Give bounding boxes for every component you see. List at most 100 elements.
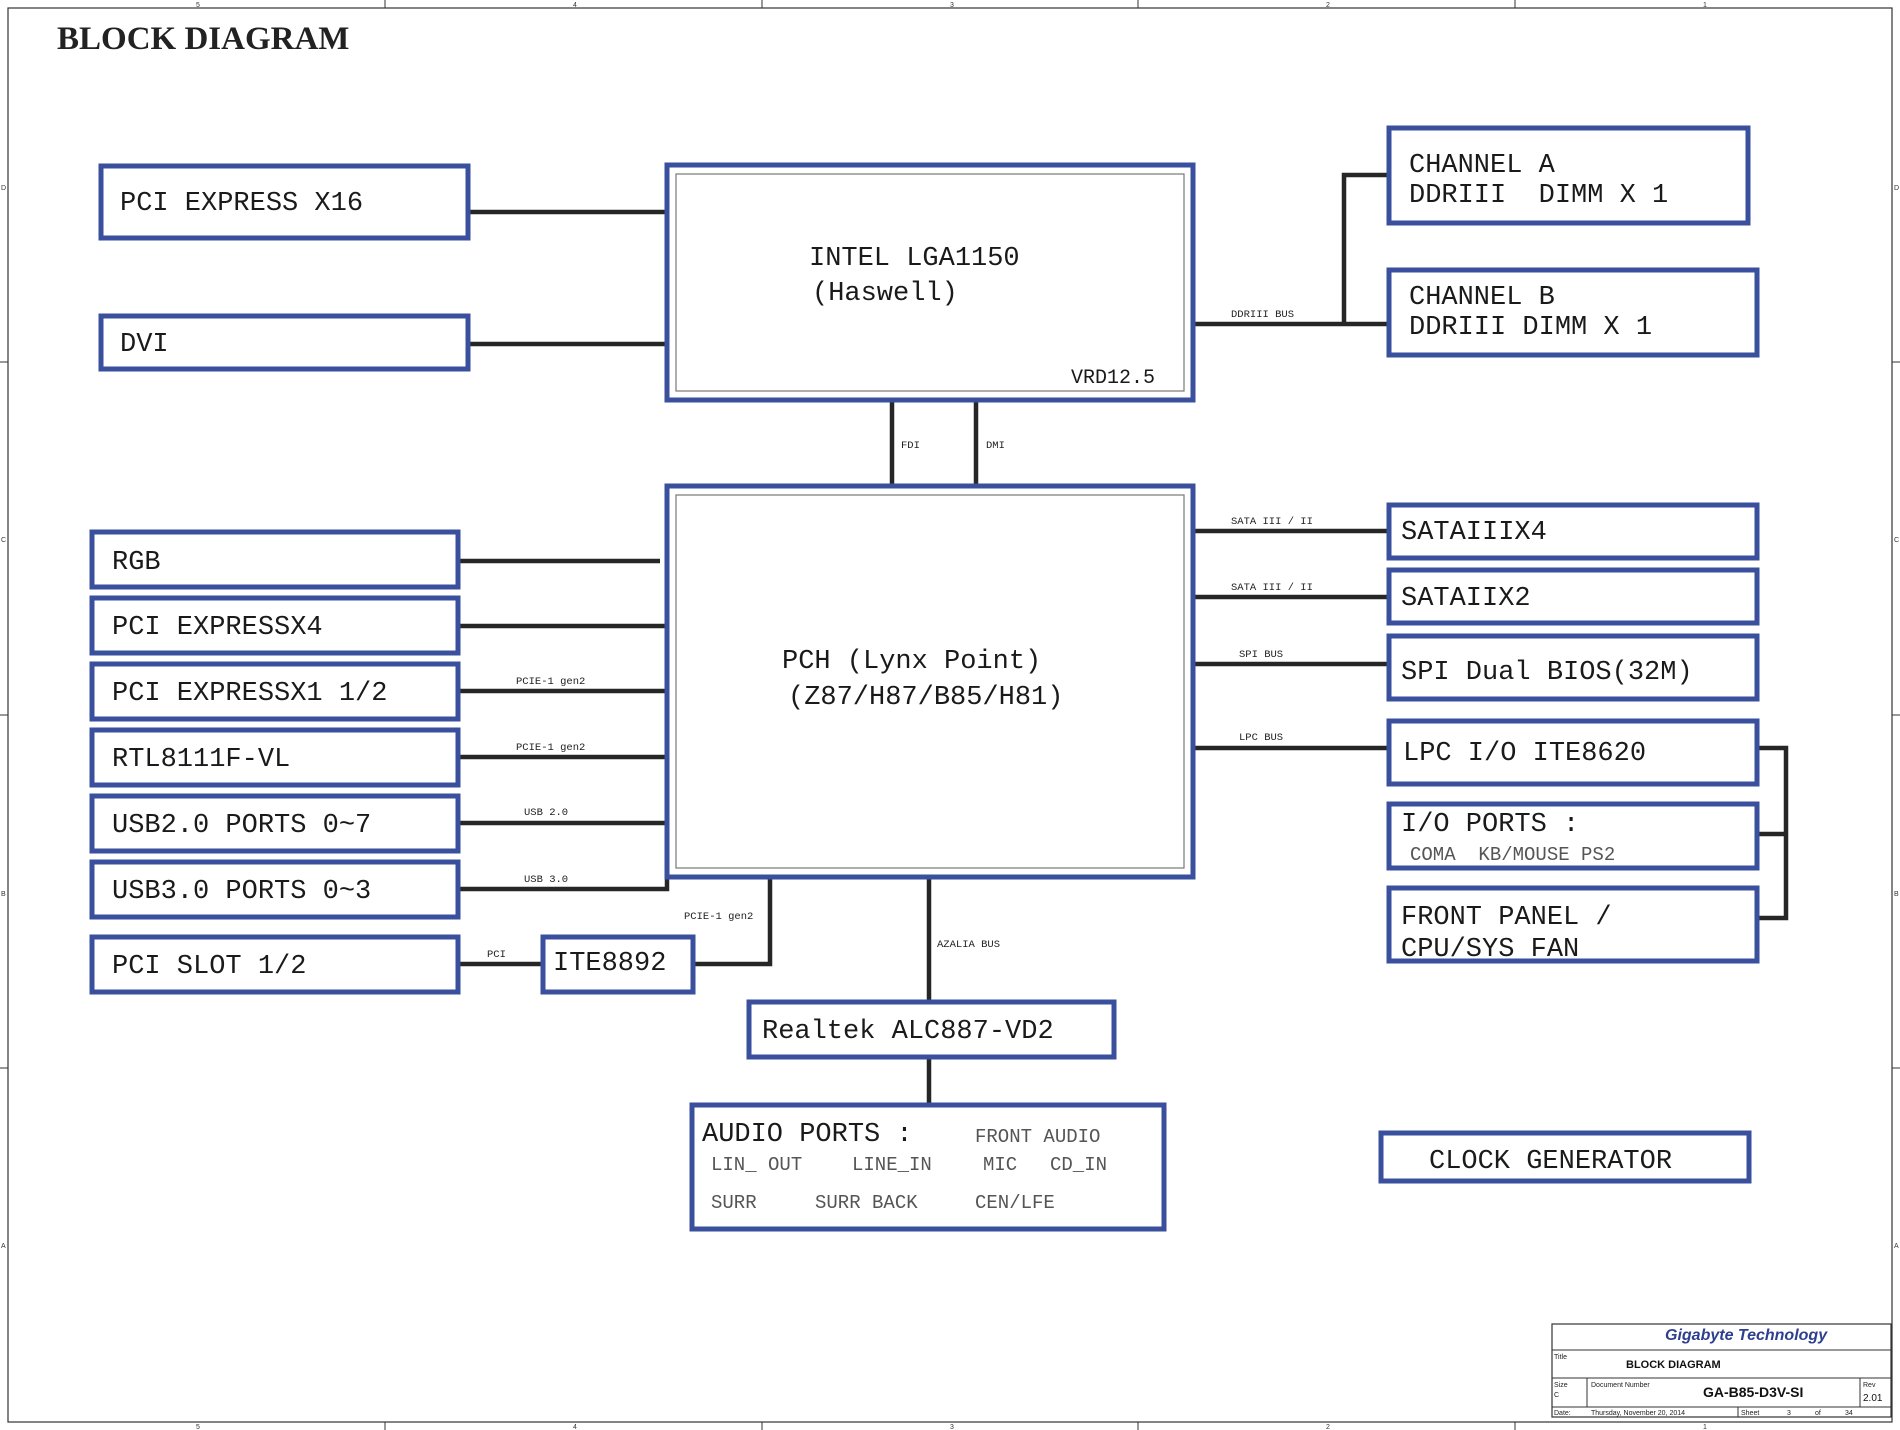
block-realtek: Realtek ALC887-VD2	[746, 999, 1117, 1060]
block-lpc-io-label: LPC I/O ITE8620	[1403, 739, 1646, 769]
title-block-rev-label: Rev	[1863, 1382, 1876, 1389]
page-title: BLOCK DIAGRAM	[57, 21, 349, 57]
audio-surr-back: SURR BACK	[815, 1192, 918, 1214]
bus-label-spi: SPI BUS	[1239, 649, 1283, 661]
zone-col-5-top: 5	[196, 2, 200, 9]
bus-label-pcie-gen2-1: PCIE-1 gen2	[516, 676, 585, 688]
block-usb3-ports: USB3.0 PORTS 0~3	[89, 859, 461, 920]
cpu-name: INTEL LGA1150	[809, 244, 1020, 274]
pch-name: PCH (Lynx Point)	[782, 647, 1041, 677]
block-pci-express-x16: PCI EXPRESS X16	[98, 163, 471, 241]
title-block-doc-number: GA-B85-D3V-SI	[1703, 1384, 1803, 1400]
audio-mic: MIC	[983, 1154, 1017, 1176]
channel-b-dimm: DDRIII DIMM X 1	[1409, 313, 1652, 343]
front-panel-fan: CPU/SYS FAN	[1401, 935, 1579, 965]
zone-col-2-bottom: 2	[1326, 1424, 1330, 1430]
cpu-vrd: VRD12.5	[1071, 367, 1155, 390]
audio-lin-out: LIN_ OUT	[711, 1154, 802, 1176]
bus-label-azalia: AZALIA BUS	[937, 939, 1000, 951]
block-dvi: DVI	[98, 313, 471, 372]
block-audio-ports: AUDIO PORTS : FRONT AUDIO LIN_ OUT LINE_…	[689, 1102, 1167, 1232]
cpu-codename: (Haswell)	[812, 279, 958, 309]
block-pci-expressx4: PCI EXPRESSX4	[89, 595, 461, 656]
title-block-title: BLOCK DIAGRAM	[1626, 1359, 1721, 1371]
block-pci-expressx1: PCI EXPRESSX1 1/2	[89, 661, 461, 722]
bus-label-lpc: LPC BUS	[1239, 732, 1283, 744]
block-rgb: RGB	[89, 529, 461, 590]
title-block-title-label: Title	[1554, 1354, 1567, 1361]
audio-cd-in: CD_IN	[1050, 1154, 1107, 1176]
io-ports-list: COMA KB/MOUSE PS2	[1410, 844, 1615, 866]
block-channel-a: CHANNEL A DDRIII DIMM X 1	[1386, 125, 1751, 226]
block-usb2-ports: USB2.0 PORTS 0~7	[89, 793, 461, 854]
audio-ports-title: AUDIO PORTS :	[702, 1120, 913, 1150]
title-block-size-value: C	[1554, 1392, 1559, 1399]
block-spi-bios: SPI Dual BIOS(32M)	[1386, 633, 1760, 702]
title-block-sheet-value: 3	[1787, 1410, 1791, 1417]
title-block-size-label: Size	[1554, 1382, 1568, 1389]
bus-label-usb30: USB 3.0	[524, 874, 568, 886]
zone-row-d-right: D	[1894, 185, 1899, 192]
block-channel-b: CHANNEL B DDRIII DIMM X 1	[1386, 267, 1760, 358]
block-pci-slot-label: PCI SLOT 1/2	[112, 952, 306, 982]
channel-a-title: CHANNEL A	[1409, 151, 1556, 181]
zone-row-b-left: B	[1, 891, 6, 898]
block-front-panel: FRONT PANEL / CPU/SYS FAN	[1386, 885, 1760, 965]
block-sataiiix4: SATAIIIX4	[1386, 502, 1760, 561]
wire-channel-a	[1341, 172, 1389, 324]
block-pci-expressx4-label: PCI EXPRESSX4	[112, 613, 323, 643]
block-usb2-ports-label: USB2.0 PORTS 0~7	[112, 811, 371, 841]
block-dvi-label: DVI	[120, 330, 169, 360]
bus-label-pcie-gen2-2: PCIE-1 gen2	[516, 742, 585, 754]
title-block-date-value: Thursday, November 20, 2014	[1591, 1410, 1685, 1417]
zone-row-a-right: A	[1894, 1243, 1899, 1250]
block-realtek-label: Realtek ALC887-VD2	[762, 1017, 1054, 1047]
block-spi-bios-label: SPI Dual BIOS(32M)	[1401, 658, 1693, 688]
wire-ite8892-pcie	[693, 877, 773, 967]
block-io-ports: I/O PORTS : COMA KB/MOUSE PS2	[1386, 801, 1760, 871]
bus-label-pci: PCI	[487, 949, 506, 961]
title-block-doc-label: Document Number	[1591, 1382, 1650, 1389]
title-block-date-label: Date:	[1554, 1410, 1571, 1417]
wire-usb3	[458, 877, 670, 892]
title-block-rev-value: 2.01	[1863, 1393, 1883, 1404]
block-pci-slot: PCI SLOT 1/2	[89, 934, 461, 995]
block-rtl8111f: RTL8111F-VL	[89, 727, 461, 788]
zone-col-3-bottom: 3	[950, 1424, 954, 1430]
bus-label-sata-2: SATA III / II	[1231, 582, 1313, 594]
zone-col-1-top: 1	[1703, 2, 1707, 9]
bus-label-pcie-gen2-3: PCIE-1 gen2	[684, 911, 753, 923]
block-pci-express-x16-label: PCI EXPRESS X16	[120, 189, 363, 219]
bus-label-dmi: DMI	[986, 440, 1005, 452]
block-ite8892-label: ITE8892	[553, 949, 666, 979]
title-block-company: Gigabyte Technology	[1665, 1327, 1828, 1344]
zone-row-b-right: B	[1894, 891, 1899, 898]
zone-row-c-right: C	[1894, 537, 1899, 544]
block-cpu: INTEL LGA1150 (Haswell) VRD12.5	[664, 162, 1196, 403]
channel-b-title: CHANNEL B	[1409, 283, 1555, 313]
zone-row-a-left: A	[1, 1243, 6, 1250]
block-ite8892: ITE8892	[540, 934, 696, 995]
block-sataiix2-label: SATAIIX2	[1401, 584, 1531, 614]
connection-wires	[458, 172, 1789, 1105]
zone-col-4-top: 4	[573, 2, 577, 9]
zone-col-5-bottom: 5	[196, 1424, 200, 1430]
title-block-of-value: 34	[1845, 1410, 1853, 1417]
zone-col-4-bottom: 4	[573, 1424, 577, 1430]
block-sataiix2: SATAIIX2	[1386, 567, 1760, 626]
title-block-of-label: of	[1815, 1410, 1821, 1417]
block-clock-generator-label: CLOCK GENERATOR	[1429, 1147, 1672, 1177]
pch-chipsets: (Z87/H87/B85/H81)	[788, 683, 1063, 713]
title-block-sheet-label: Sheet	[1741, 1410, 1759, 1417]
zone-col-3-top: 3	[950, 2, 954, 9]
audio-cen-lfe: CEN/LFE	[975, 1192, 1055, 1214]
block-rgb-label: RGB	[112, 548, 161, 578]
bus-labels: DDRIII BUS FDI DMI SATA III / II SATA II…	[487, 309, 1313, 961]
zone-col-2-top: 2	[1326, 2, 1330, 9]
bus-label-sata-1: SATA III / II	[1231, 516, 1313, 528]
block-sataiiix4-label: SATAIIIX4	[1401, 518, 1547, 548]
io-ports-title: I/O PORTS :	[1401, 810, 1579, 840]
title-block: Gigabyte Technology Title BLOCK DIAGRAM …	[1551, 1323, 1892, 1418]
